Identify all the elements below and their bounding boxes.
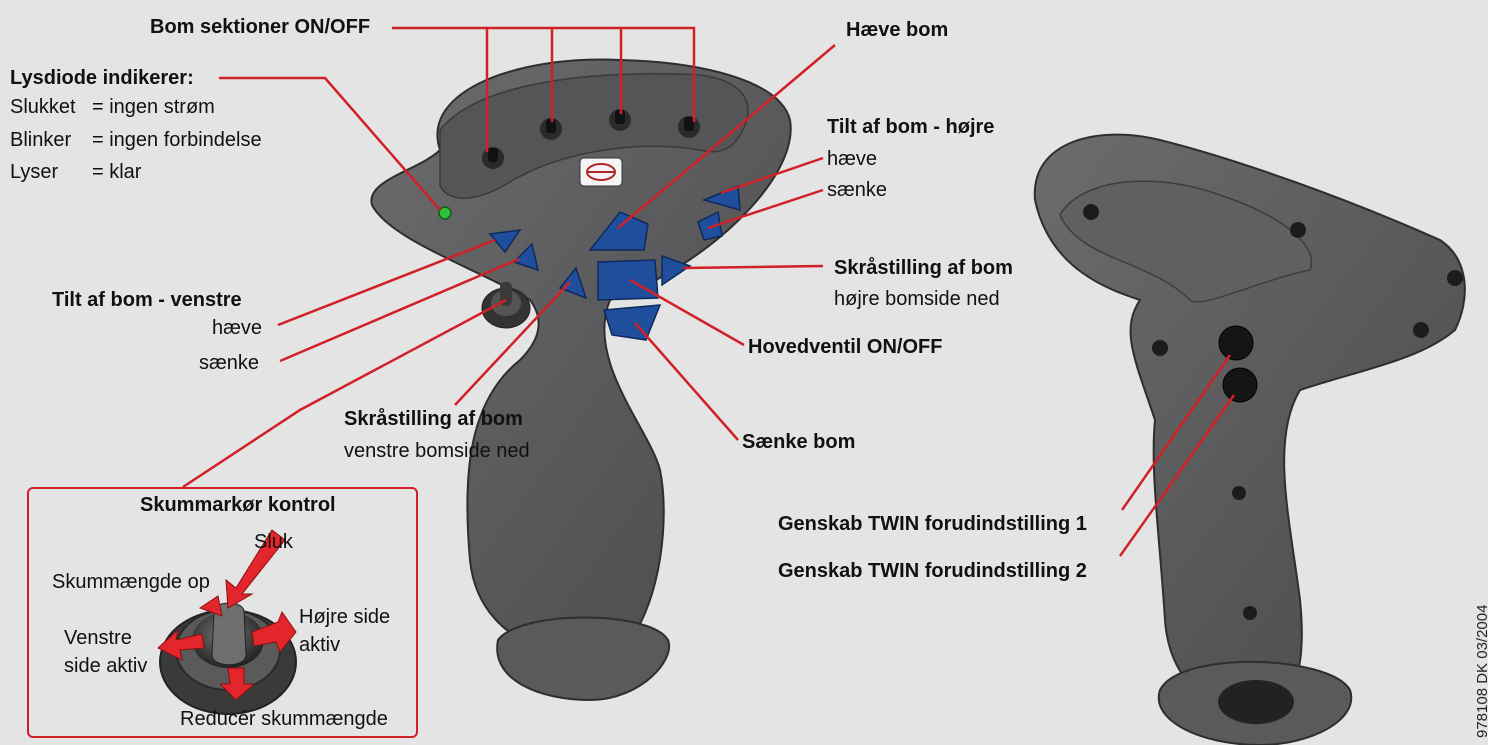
tilt-right-lower-label: sænke [827, 179, 887, 201]
lower-boom-label: Sænke bom [742, 431, 855, 453]
tilt-left-lower-label: sænke [199, 352, 259, 374]
foam-reduce-label: Reducér skummængde [180, 708, 388, 730]
slope-right-sub: højre bomside ned [834, 288, 1000, 310]
preset-2-button [1223, 368, 1257, 402]
foam-right-label-1: Højre side [299, 606, 390, 628]
slope-left-label: Skråstilling af bom [344, 408, 523, 430]
joystick-side [1035, 135, 1465, 745]
document-code: 978108 DK 03/2004 [1474, 605, 1488, 738]
foam-left-label-1: Venstre [64, 627, 132, 649]
foam-off-label: Sluk [254, 531, 293, 553]
tilt-left-raise-label: hæve [212, 317, 262, 339]
main-valve-button [598, 260, 658, 300]
led-blink-desc: = ingen forbindelse [92, 129, 262, 151]
led-indicator-label: Lysdiode indikerer: [10, 67, 194, 89]
raise-boom-label: Hæve bom [846, 19, 948, 41]
slope-right-label: Skråstilling af bom [834, 257, 1013, 279]
joystick-front-grip-base [497, 618, 669, 701]
led-off-desc: = ingen strøm [92, 96, 215, 118]
foam-right-label-2: aktiv [299, 634, 340, 656]
led-on-term: Lyser [10, 161, 58, 183]
status-led [439, 207, 451, 219]
tilt-right-label: Tilt af bom - højre [827, 116, 994, 138]
preset-1-label: Genskab TWIN forudindstilling 1 [778, 513, 1087, 535]
led-off-term: Slukket [10, 96, 76, 118]
tilt-right-raise-label: hæve [827, 148, 877, 170]
slope-left-sub: venstre bomside ned [344, 440, 530, 462]
main-valve-label: Hovedventil ON/OFF [748, 336, 942, 358]
boom-sections-label: Bom sektioner ON/OFF [150, 16, 370, 38]
preset-2-label: Genskab TWIN forudindstilling 2 [778, 560, 1087, 582]
brand-logo [580, 158, 622, 186]
led-blink-term: Blinker [10, 129, 71, 151]
lower-boom-button [604, 305, 660, 340]
foam-left-label-2: side aktiv [64, 655, 147, 677]
foam-up-label: Skummængde op [52, 571, 210, 593]
preset-1-button [1219, 326, 1253, 360]
led-on-desc: = klar [92, 161, 141, 183]
foam-marker-title: Skummarkør kontrol [140, 494, 336, 516]
joystick-front [371, 60, 790, 700]
tilt-left-label: Tilt af bom - venstre [52, 289, 242, 311]
